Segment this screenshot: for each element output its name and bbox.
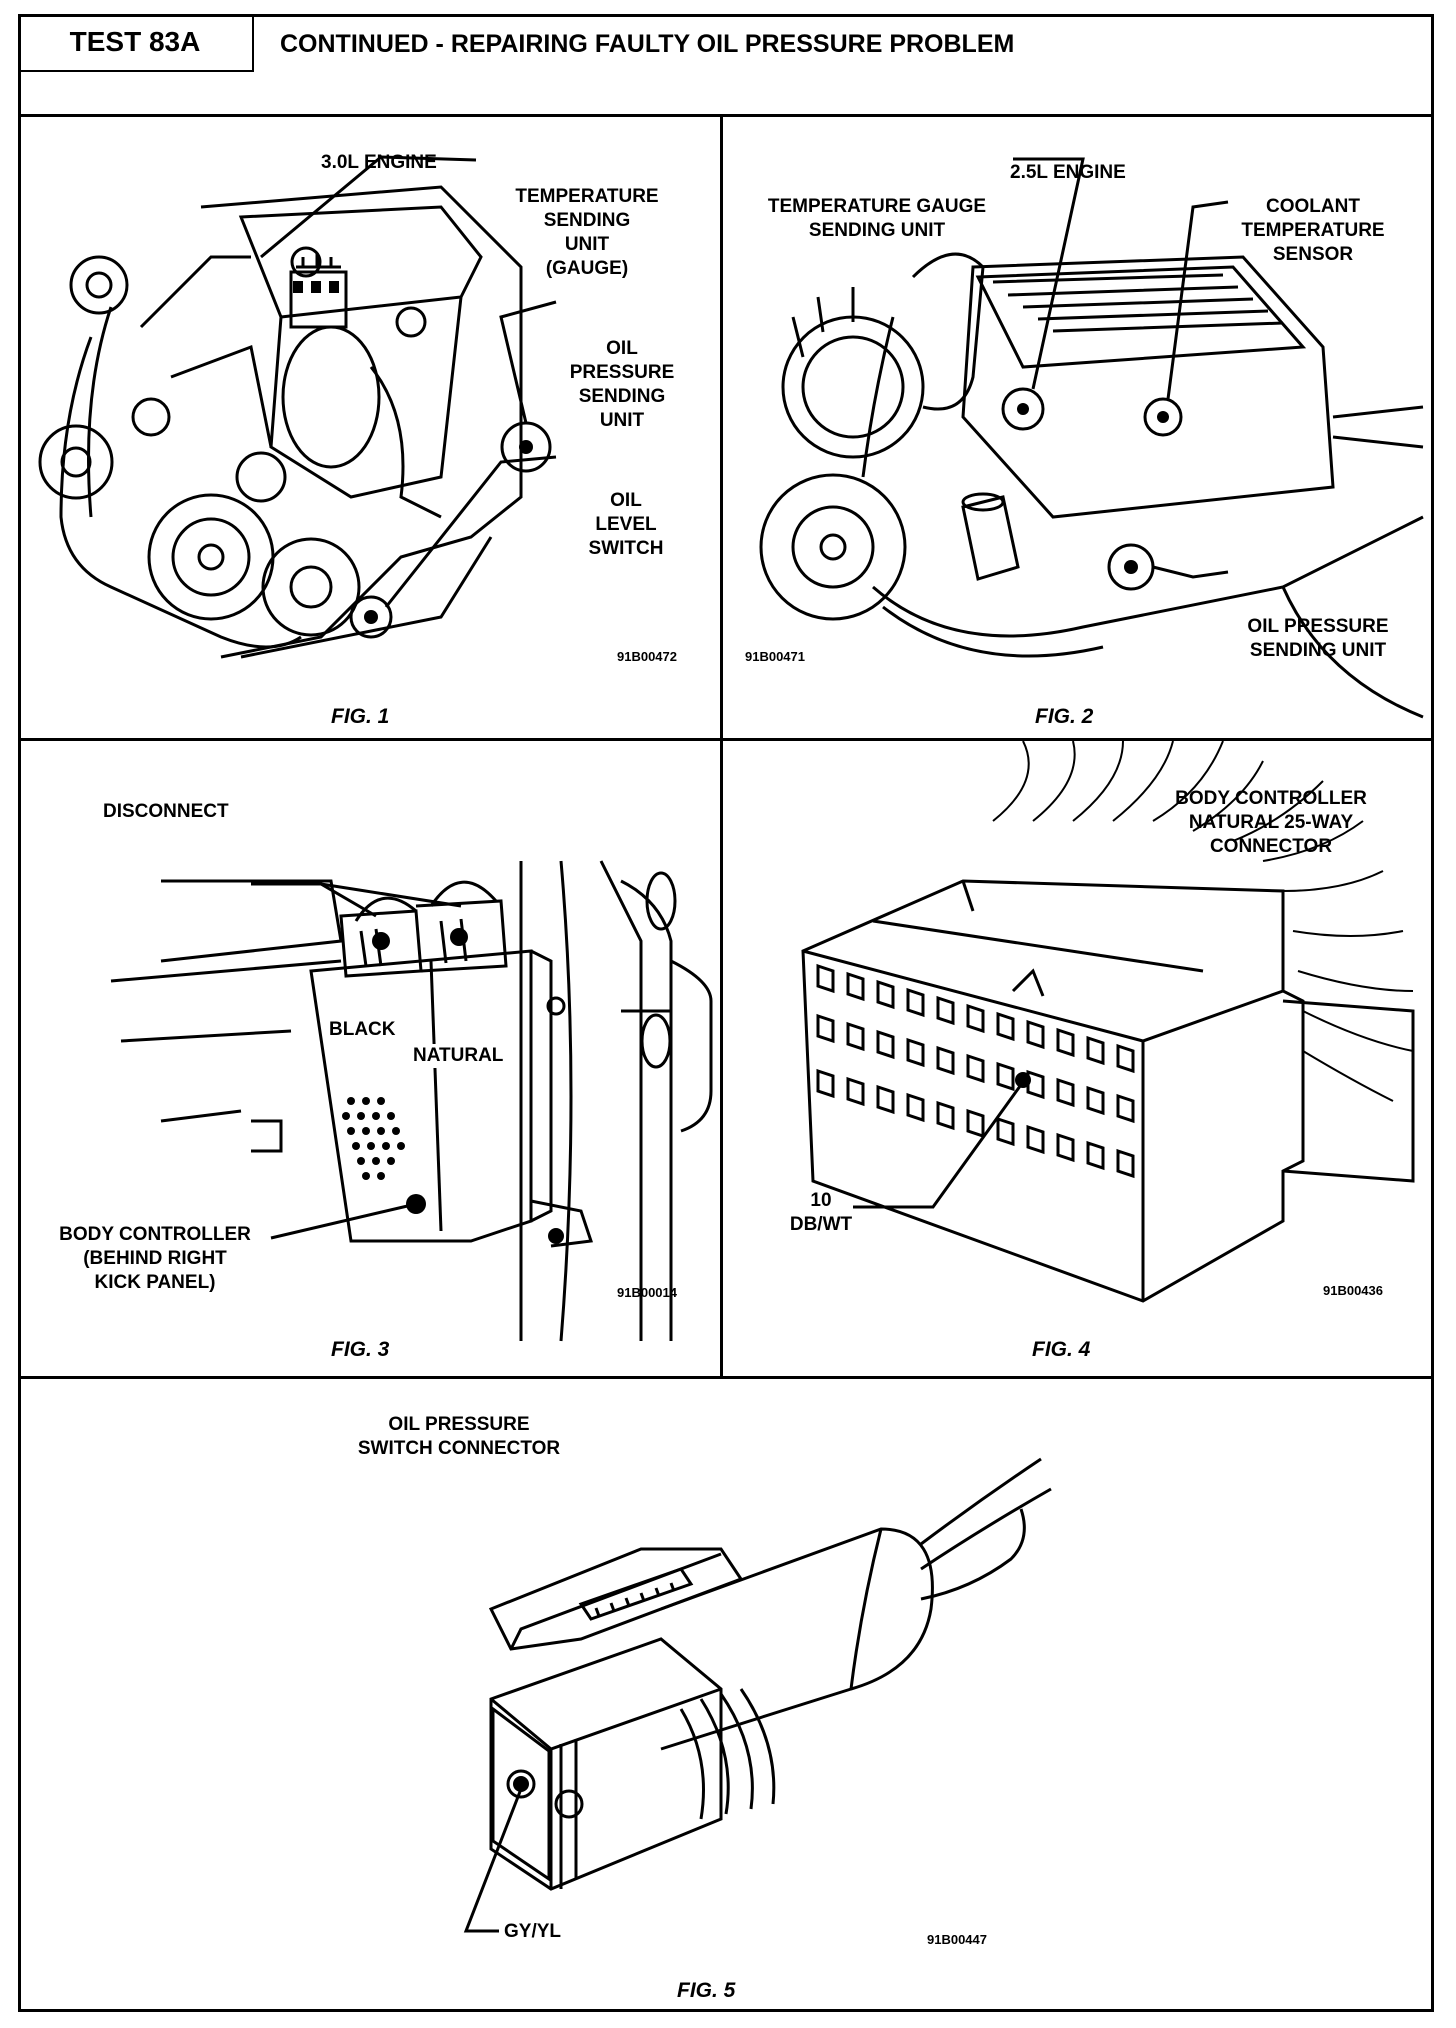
divider-column (720, 114, 723, 1378)
oil-pressure-switch-connector-drawing (463, 1457, 1052, 1933)
figure-4-code: 91B00436 (1323, 1283, 1383, 1298)
divider-header (18, 114, 1434, 117)
disconnect-label: DISCONNECT (103, 801, 229, 822)
figure-3-code: 91B00014 (617, 1285, 677, 1300)
figure-5-caption: FIG. 5 (677, 1979, 736, 2002)
figure-5: OIL PRESSURE SWITCH CONNECTOR GY/YL 91B0… (21, 1379, 1434, 2012)
header: TEST 83A CONTINUED - REPAIRING FAULTY OI… (18, 14, 1434, 114)
engine-2-5l-drawing (759, 157, 1424, 719)
figure-1-caption: FIG. 1 (331, 705, 390, 728)
temp-sending-unit-label: TEMPERATURE SENDING UNIT (GAUGE) (515, 186, 659, 279)
page-title: CONTINUED - REPAIRING FAULTY OIL PRESSUR… (280, 30, 1015, 58)
oil-pressure-sending-unit-label: OIL PRESSURE SENDING UNIT (569, 338, 675, 431)
engine-3-0l-label: 3.0L ENGINE (321, 152, 437, 173)
test-label: TEST 83A (18, 14, 254, 72)
black-connector-label: BLACK (329, 1018, 396, 1042)
oil-pressure-sending-unit-label: OIL PRESSURE SENDING UNIT (1247, 616, 1389, 661)
engine-2-5l-label: 2.5L ENGINE (1010, 162, 1126, 183)
oil-pressure-switch-connector-label: OIL PRESSURE SWITCH CONNECTOR (357, 1414, 561, 1459)
coolant-temperature-sensor-label: COOLANT TEMPERATURE SENSOR (1241, 196, 1385, 265)
figure-2: 2.5L ENGINE TEMPERATURE GAUGE SENDING UN… (723, 117, 1434, 738)
figure-5-code: 91B00447 (927, 1932, 987, 1947)
figure-4-caption: FIG. 4 (1032, 1338, 1091, 1361)
figure-2-code: 91B00471 (745, 649, 805, 664)
figure-1-code: 91B00472 (617, 649, 677, 664)
pin-10-label: 10 DB/WT (789, 1190, 853, 1235)
figure-4: BODY CONTROLLER NATURAL 25-WAY CONNECTOR… (723, 741, 1434, 1376)
oil-level-switch-label: OIL LEVEL SWITCH (588, 490, 664, 559)
divider-row2 (18, 1376, 1434, 1379)
figure-3: DISCONNECT BLACK NATURAL BODY CONTROLLER… (21, 741, 720, 1376)
temp-gauge-sending-unit-label: TEMPERATURE GAUGE SENDING UNIT (767, 196, 987, 241)
figure-2-caption: FIG. 2 (1035, 705, 1094, 728)
connector-25-way-drawing (801, 741, 1415, 1303)
divider-row1 (18, 738, 1434, 741)
natural-connector-label: NATURAL (413, 1044, 504, 1068)
figure-3-caption: FIG. 3 (331, 1338, 390, 1361)
body-controller-connector-label: BODY CONTROLLER NATURAL 25-WAY CONNECTOR (1175, 788, 1367, 857)
engine-3-0l-drawing (38, 155, 557, 659)
page-frame (18, 14, 1434, 2012)
figure-1: 3.0L ENGINE TEMPERATURE SENDING UNIT (GA… (21, 117, 720, 738)
body-controller-drawing (110, 860, 713, 1342)
gy-yl-wire-label: GY/YL (504, 1921, 562, 1942)
body-controller-label: BODY CONTROLLER (BEHIND RIGHT KICK PANEL… (59, 1224, 251, 1293)
